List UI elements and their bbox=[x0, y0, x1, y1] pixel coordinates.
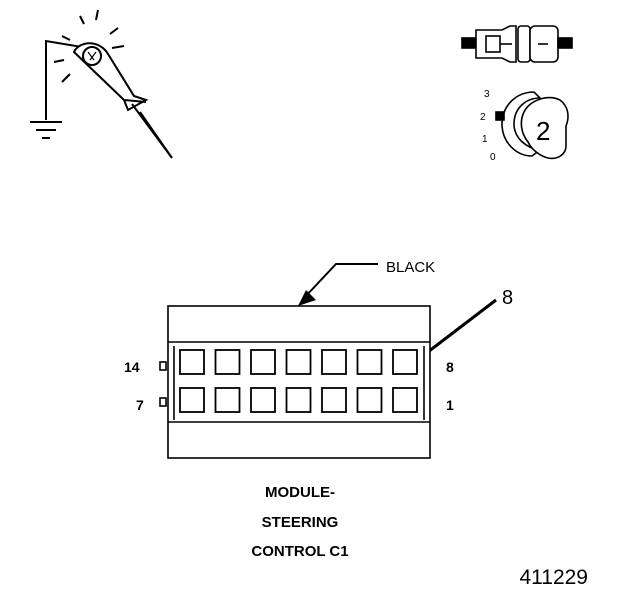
pin-label-7: 7 bbox=[136, 397, 144, 413]
wire-color-leader bbox=[303, 263, 378, 299]
connector-cavity bbox=[356, 349, 383, 375]
pin-label-14: 14 bbox=[124, 359, 140, 375]
connector-cavity bbox=[321, 387, 347, 413]
pin-label-1: 1 bbox=[446, 397, 454, 413]
figure-number: 411229 bbox=[519, 566, 588, 589]
key-position-2: 2 bbox=[480, 112, 486, 123]
connector-cavity bbox=[285, 387, 312, 413]
caption-line-2: STEERING bbox=[261, 514, 339, 531]
test-probe-ground-icon bbox=[30, 9, 173, 159]
connector-cavity bbox=[214, 349, 241, 375]
key-position-1: 1 bbox=[482, 134, 488, 145]
wire-color-arrowhead bbox=[298, 290, 316, 306]
cavity-pointer-line bbox=[419, 298, 497, 360]
connector-halves-icon bbox=[461, 25, 573, 63]
connector-cavity bbox=[392, 349, 418, 375]
connector-cavity bbox=[356, 387, 383, 413]
connector-cavities bbox=[179, 349, 418, 413]
connector-cavity bbox=[250, 387, 276, 413]
key-position-0: 0 bbox=[490, 152, 496, 163]
connector-cavity bbox=[214, 387, 241, 413]
ignition-key-icon bbox=[495, 91, 569, 160]
connector-cavity bbox=[321, 349, 347, 375]
caption-line-1: MODULE- bbox=[265, 484, 335, 501]
key-number: 2 bbox=[536, 116, 550, 146]
cavity-pointer-label: 8 bbox=[502, 287, 513, 309]
connector-cavity bbox=[179, 387, 205, 413]
connector-cavity bbox=[392, 387, 418, 413]
connector-cavity bbox=[250, 349, 276, 375]
connector-body bbox=[159, 305, 431, 459]
key-position-3: 3 bbox=[484, 89, 490, 100]
connector-cavity bbox=[179, 349, 205, 375]
wire-color-label: BLACK bbox=[386, 259, 435, 276]
pin-label-8: 8 bbox=[446, 359, 454, 375]
connector-cavity bbox=[285, 349, 312, 375]
caption-line-3: CONTROL C1 bbox=[251, 543, 349, 560]
